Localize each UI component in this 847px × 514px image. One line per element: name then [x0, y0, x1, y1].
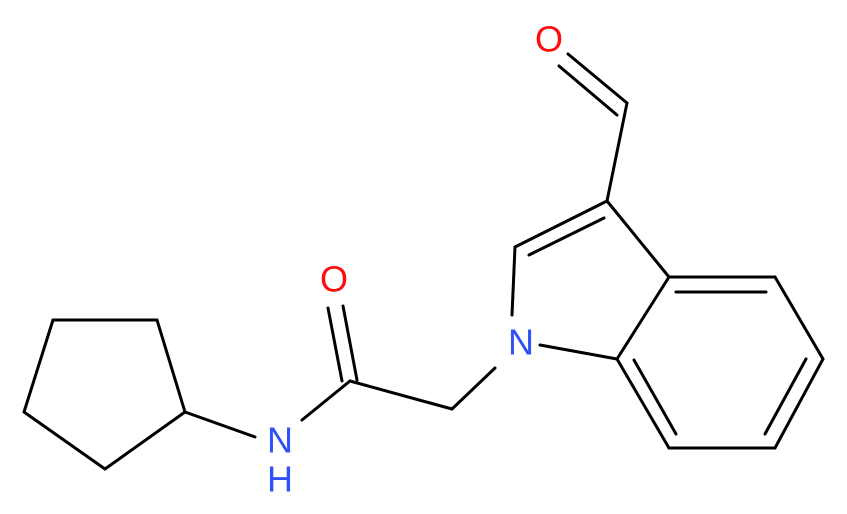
bond: [300, 379, 352, 422]
double-bond: [326, 306, 344, 383]
amide-nitrogen-label: N: [267, 420, 293, 461]
double-bond: [566, 52, 629, 105]
bond: [773, 275, 825, 361]
double-bond: [763, 357, 808, 436]
indole-ring: [510, 199, 825, 450]
double-bond: [341, 304, 359, 382]
bond: [22, 318, 55, 414]
aldehyde-oxygen-label: O: [535, 19, 563, 60]
bond: [183, 410, 257, 439]
amide-hydrogen-label: H: [267, 459, 293, 500]
bond: [538, 343, 619, 361]
double-bond: [632, 358, 678, 436]
bond: [103, 410, 187, 471]
amide-oxygen-label: O: [320, 259, 348, 300]
bond: [348, 379, 454, 411]
bond: [450, 366, 497, 411]
indole-nitrogen-label: N: [508, 322, 534, 363]
bond: [773, 357, 825, 450]
bond: [605, 101, 629, 203]
bond: [22, 410, 107, 471]
bond: [615, 275, 671, 361]
bond: [615, 357, 671, 450]
double-bond: [527, 216, 606, 257]
bond: [513, 199, 609, 249]
double-bond: [557, 64, 619, 117]
bond: [155, 318, 187, 414]
bond: [510, 245, 517, 317]
amide-group: [183, 304, 497, 439]
formyl-group: [557, 52, 629, 203]
bond: [605, 199, 671, 279]
cyclopentane-ring: [22, 318, 187, 471]
